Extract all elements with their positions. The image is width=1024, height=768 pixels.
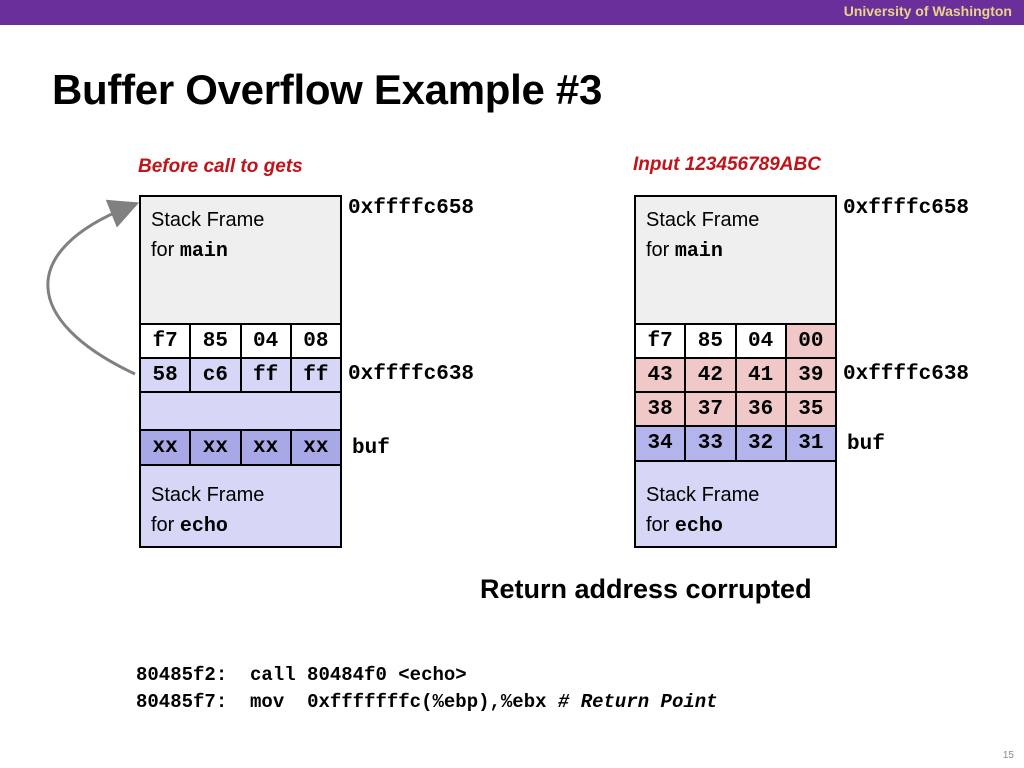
byte-cell: 31 [786,427,835,460]
code-line: 80485f2: call 80484f0 <echo> [136,664,467,686]
byte-cell: 04 [736,325,785,357]
frame-for: for [646,239,675,261]
corrupted-byte-cell: 35 [786,393,835,425]
byte-cell: 85 [191,325,240,357]
byte-cell: ff [241,359,290,391]
byte-cell: xx [141,431,190,464]
corruption-note: Return address corrupted [480,574,812,604]
byte-cell: xx [241,431,290,464]
byte-cell: 58 [141,359,190,391]
right-row-return-address: f7 85 04 00 [634,323,837,359]
right-caption: Input 123456789ABC [633,154,821,175]
frame-label: Stack Frame [151,209,265,231]
left-caption: Before call to gets [138,156,303,177]
left-echo-frame: Stack Frame for echo [139,464,342,548]
frame-for: for [646,514,675,536]
code-instruction: call [250,664,296,686]
left-buf-label: buf [352,437,390,460]
frame-for: for [151,514,180,536]
left-row-buf: xx xx xx xx [139,429,342,466]
top-banner: University of Washington [0,0,1024,25]
code-comment: # Return Point [557,691,718,713]
byte-cell: 85 [686,325,735,357]
code-line: 80485f7: mov 0xfffffffc(%ebp),%ebx # Ret… [136,691,718,713]
byte-cell: 08 [291,325,340,357]
left-addr-top: 0xffffc658 [348,197,475,220]
byte-cell: xx [191,431,240,464]
byte-cell: 34 [636,427,685,460]
frame-function: main [179,240,228,263]
right-row-padding: 38 37 36 35 [634,391,837,427]
byte-cell: 32 [736,427,785,460]
frame-label: Stack Frame [646,484,760,506]
corrupted-byte-cell: 42 [686,359,735,391]
right-echo-frame: Stack Frame for echo [634,460,837,548]
byte-cell: f7 [141,325,190,357]
left-row-saved-ebp: 58 c6 ff ff [139,357,342,393]
right-addr-mid: 0xffffc638 [843,363,970,386]
frame-function: main [674,240,723,263]
left-addr-mid: 0xffffc638 [348,363,475,386]
corrupted-byte-cell: 39 [786,359,835,391]
corrupted-byte-cell: 00 [786,325,835,357]
byte-cell: 33 [686,427,735,460]
code-address: 80485f7: [136,691,228,713]
page-number: 15 [1002,750,1014,761]
corrupted-byte-cell: 43 [636,359,685,391]
corrupted-byte-cell: 37 [686,393,735,425]
corrupted-byte-cell: 41 [736,359,785,391]
slide-title: Buffer Overflow Example #3 [52,66,603,113]
code-address: 80485f2: [136,664,228,686]
left-main-frame: Stack Frame for main [139,195,342,325]
right-buf-label: buf [847,433,885,456]
frame-label: Stack Frame [151,484,265,506]
frame-for: for [151,239,180,261]
byte-cell: 04 [241,325,290,357]
left-row-return-address: f7 85 04 08 [139,323,342,359]
code-arguments: 0xfffffffc(%ebp),%ebx [307,691,547,713]
right-addr-top: 0xffffc658 [843,197,970,220]
university-name: University of Washington [843,3,1012,19]
byte-cell: xx [291,431,340,464]
byte-cell: f7 [636,325,685,357]
corrupted-byte-cell: 38 [636,393,685,425]
corrupted-byte-cell: 36 [736,393,785,425]
right-main-frame: Stack Frame for main [634,195,837,325]
byte-cell: ff [291,359,340,391]
frame-label: Stack Frame [646,209,760,231]
frame-function: echo [179,515,228,538]
right-row-saved-ebp: 43 42 41 39 [634,357,837,393]
right-row-buf: 34 33 32 31 [634,425,837,462]
byte-cell: c6 [191,359,240,391]
code-arguments: 80484f0 <echo> [307,664,467,686]
code-instruction: mov [250,691,285,713]
frame-function: echo [674,515,723,538]
